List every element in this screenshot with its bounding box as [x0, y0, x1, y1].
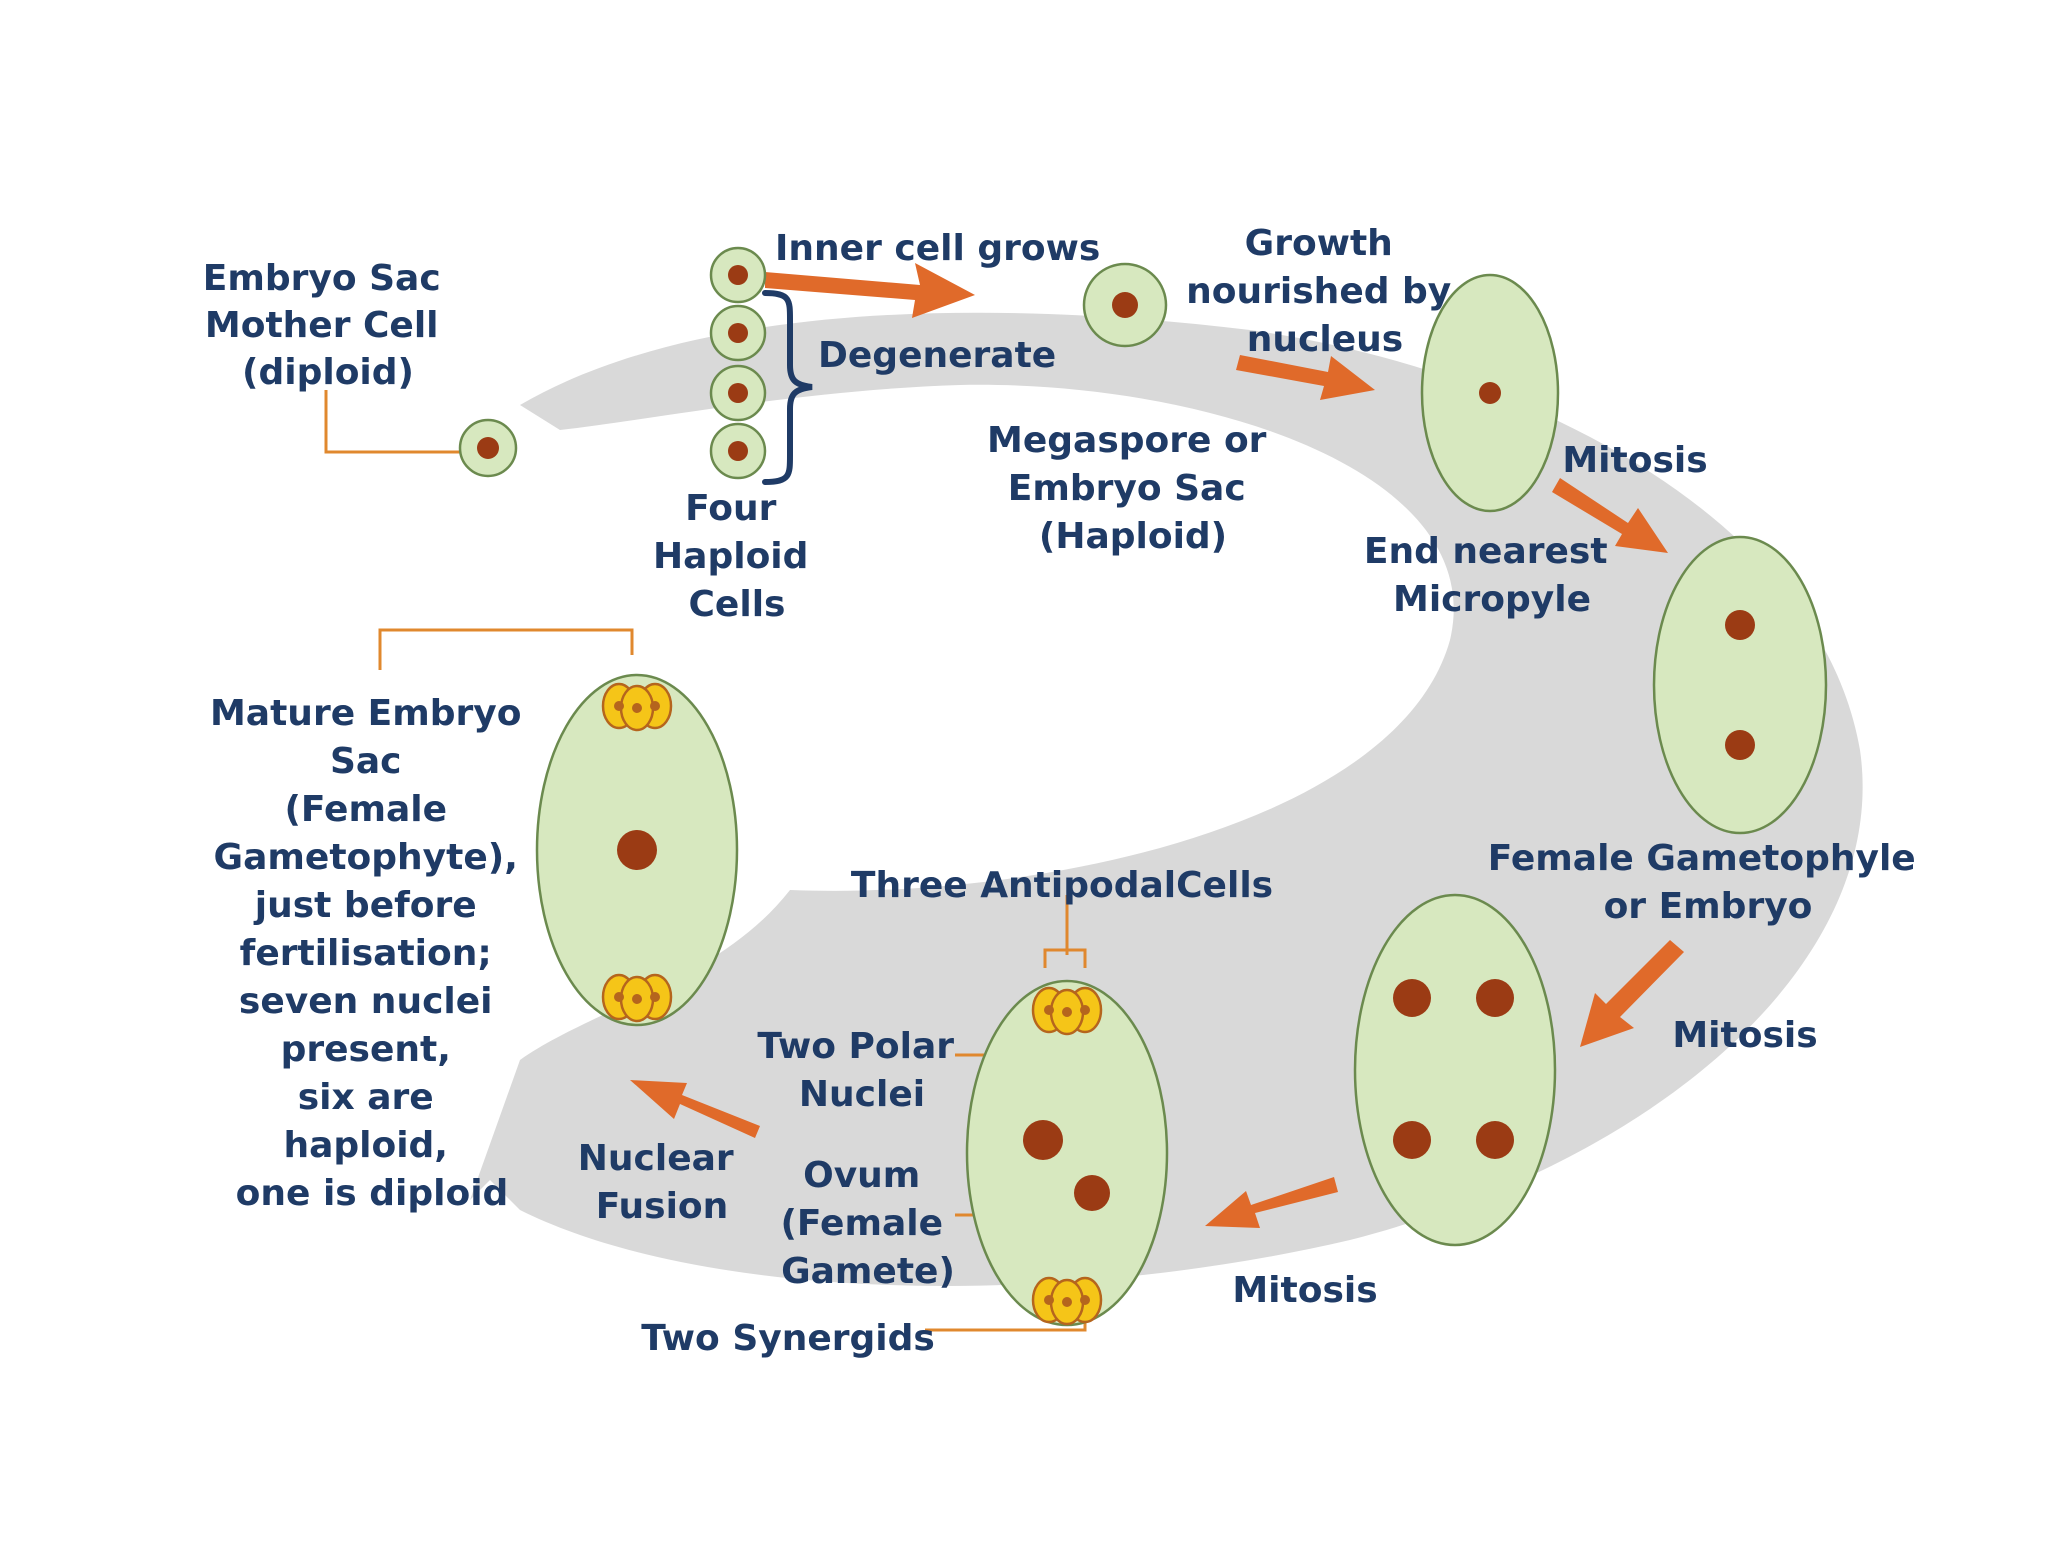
label-nuclear-fusion: Nuclear Fusion — [578, 1138, 746, 1227]
label-megaspore: Megaspore or Embryo Sac (Haploid) — [987, 420, 1279, 557]
nucleus — [1393, 979, 1431, 1017]
orange-arrow-icon — [1580, 940, 1684, 1047]
nucleus — [1393, 1121, 1431, 1159]
label-four-haploid: Four Haploid Cells — [653, 488, 821, 625]
nucleus — [728, 383, 748, 403]
label-inner-cell-grows: Inner cell grows — [775, 228, 1100, 269]
mature-embryo-sac — [535, 673, 739, 1027]
label-mature-embryo-sac: Mature Embryo Sac (Female Gametophyte), … — [210, 693, 534, 1214]
nucleus — [1476, 979, 1514, 1017]
two-nuclei-sac — [1652, 535, 1828, 835]
polar-nucleus — [1023, 1120, 1063, 1160]
nucleus — [728, 323, 748, 343]
cell-body — [1652, 535, 1828, 835]
secondary-nucleus — [617, 830, 657, 870]
nucleus — [1112, 292, 1138, 318]
antipodal-cells — [601, 682, 673, 732]
arrows — [630, 263, 1684, 1228]
label-two-polar: Two Polar Nuclei — [757, 1026, 966, 1115]
label-mitosis-3: Mitosis — [1232, 1270, 1377, 1311]
cell-body — [1353, 893, 1557, 1247]
orange-arrow-icon — [1552, 478, 1668, 553]
nucleus — [1476, 1121, 1514, 1159]
label-end-nearest: End nearest Micropyle — [1364, 531, 1620, 620]
four-haploid-cells — [709, 246, 767, 480]
label-ovum: Ovum (Female Gamete) — [780, 1155, 955, 1292]
orange-arrow-icon — [765, 263, 975, 318]
label-degenerate: Degenerate — [818, 335, 1056, 376]
antipodal-cells — [1031, 986, 1103, 1036]
label-mitosis-1: Mitosis — [1562, 440, 1707, 481]
leader-mature — [378, 628, 634, 670]
label-female-gametophyle: Female Gametophyle or Embryo — [1488, 838, 1929, 927]
eight-nuclei-sac — [965, 979, 1169, 1327]
mother-cell — [458, 418, 518, 478]
label-two-synergids: Two Synergids — [641, 1318, 935, 1359]
polar-nucleus — [1074, 1175, 1110, 1211]
orange-arrow-icon — [630, 1080, 760, 1138]
nucleus — [728, 441, 748, 461]
label-three-antipodal: Three AntipodalCells — [851, 865, 1273, 906]
label-mother-cell: Embryo Sac Mother Cell (diploid) — [203, 258, 453, 393]
nucleus — [1725, 610, 1755, 640]
curly-brace-icon — [762, 290, 813, 485]
megaspore-cell — [1082, 262, 1168, 348]
leader-mother-cell — [324, 390, 460, 454]
nucleus — [1479, 382, 1501, 404]
nucleus — [728, 265, 748, 285]
orange-arrow-icon — [1236, 355, 1375, 400]
four-nuclei-sac — [1353, 893, 1557, 1247]
nucleus — [477, 437, 499, 459]
label-mitosis-2: Mitosis — [1672, 1015, 1817, 1056]
growing-embryo-sac — [1420, 273, 1560, 513]
nucleus — [1725, 730, 1755, 760]
egg-apparatus — [1031, 1276, 1103, 1326]
egg-apparatus — [601, 973, 673, 1023]
orange-arrow-icon — [1205, 1177, 1338, 1228]
leader-antipodal-bracket — [1043, 948, 1087, 968]
label-growth: Growth nourished by nucleus — [1186, 223, 1464, 360]
